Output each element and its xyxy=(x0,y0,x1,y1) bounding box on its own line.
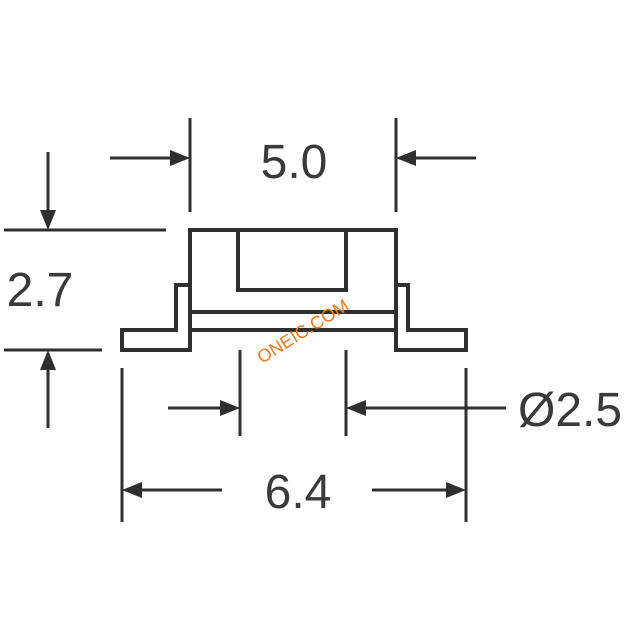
arrowhead-right xyxy=(396,150,416,166)
plunger xyxy=(236,228,348,292)
arrowhead-top xyxy=(40,210,56,230)
arrowhead-bottom-left xyxy=(122,482,142,498)
dimension-diameter: Ø2.5 xyxy=(168,350,622,437)
arrowhead-dia-left xyxy=(220,400,240,416)
dimension-width-top: 5.0 xyxy=(110,118,476,212)
width-bottom-label: 6.4 xyxy=(265,466,332,519)
arrowhead-dia-right xyxy=(346,400,366,416)
arrowhead-left xyxy=(170,150,190,166)
dimension-height: 2.7 xyxy=(4,152,166,428)
width-top-label: 5.0 xyxy=(261,136,328,189)
switch-body xyxy=(120,228,468,352)
arrowhead-bottom-right xyxy=(446,482,466,498)
height-label: 2.7 xyxy=(7,264,74,317)
diameter-label: Ø2.5 xyxy=(518,384,622,437)
arrowhead-bottom xyxy=(40,350,56,370)
dimension-width-bottom: 6.4 xyxy=(120,368,468,522)
